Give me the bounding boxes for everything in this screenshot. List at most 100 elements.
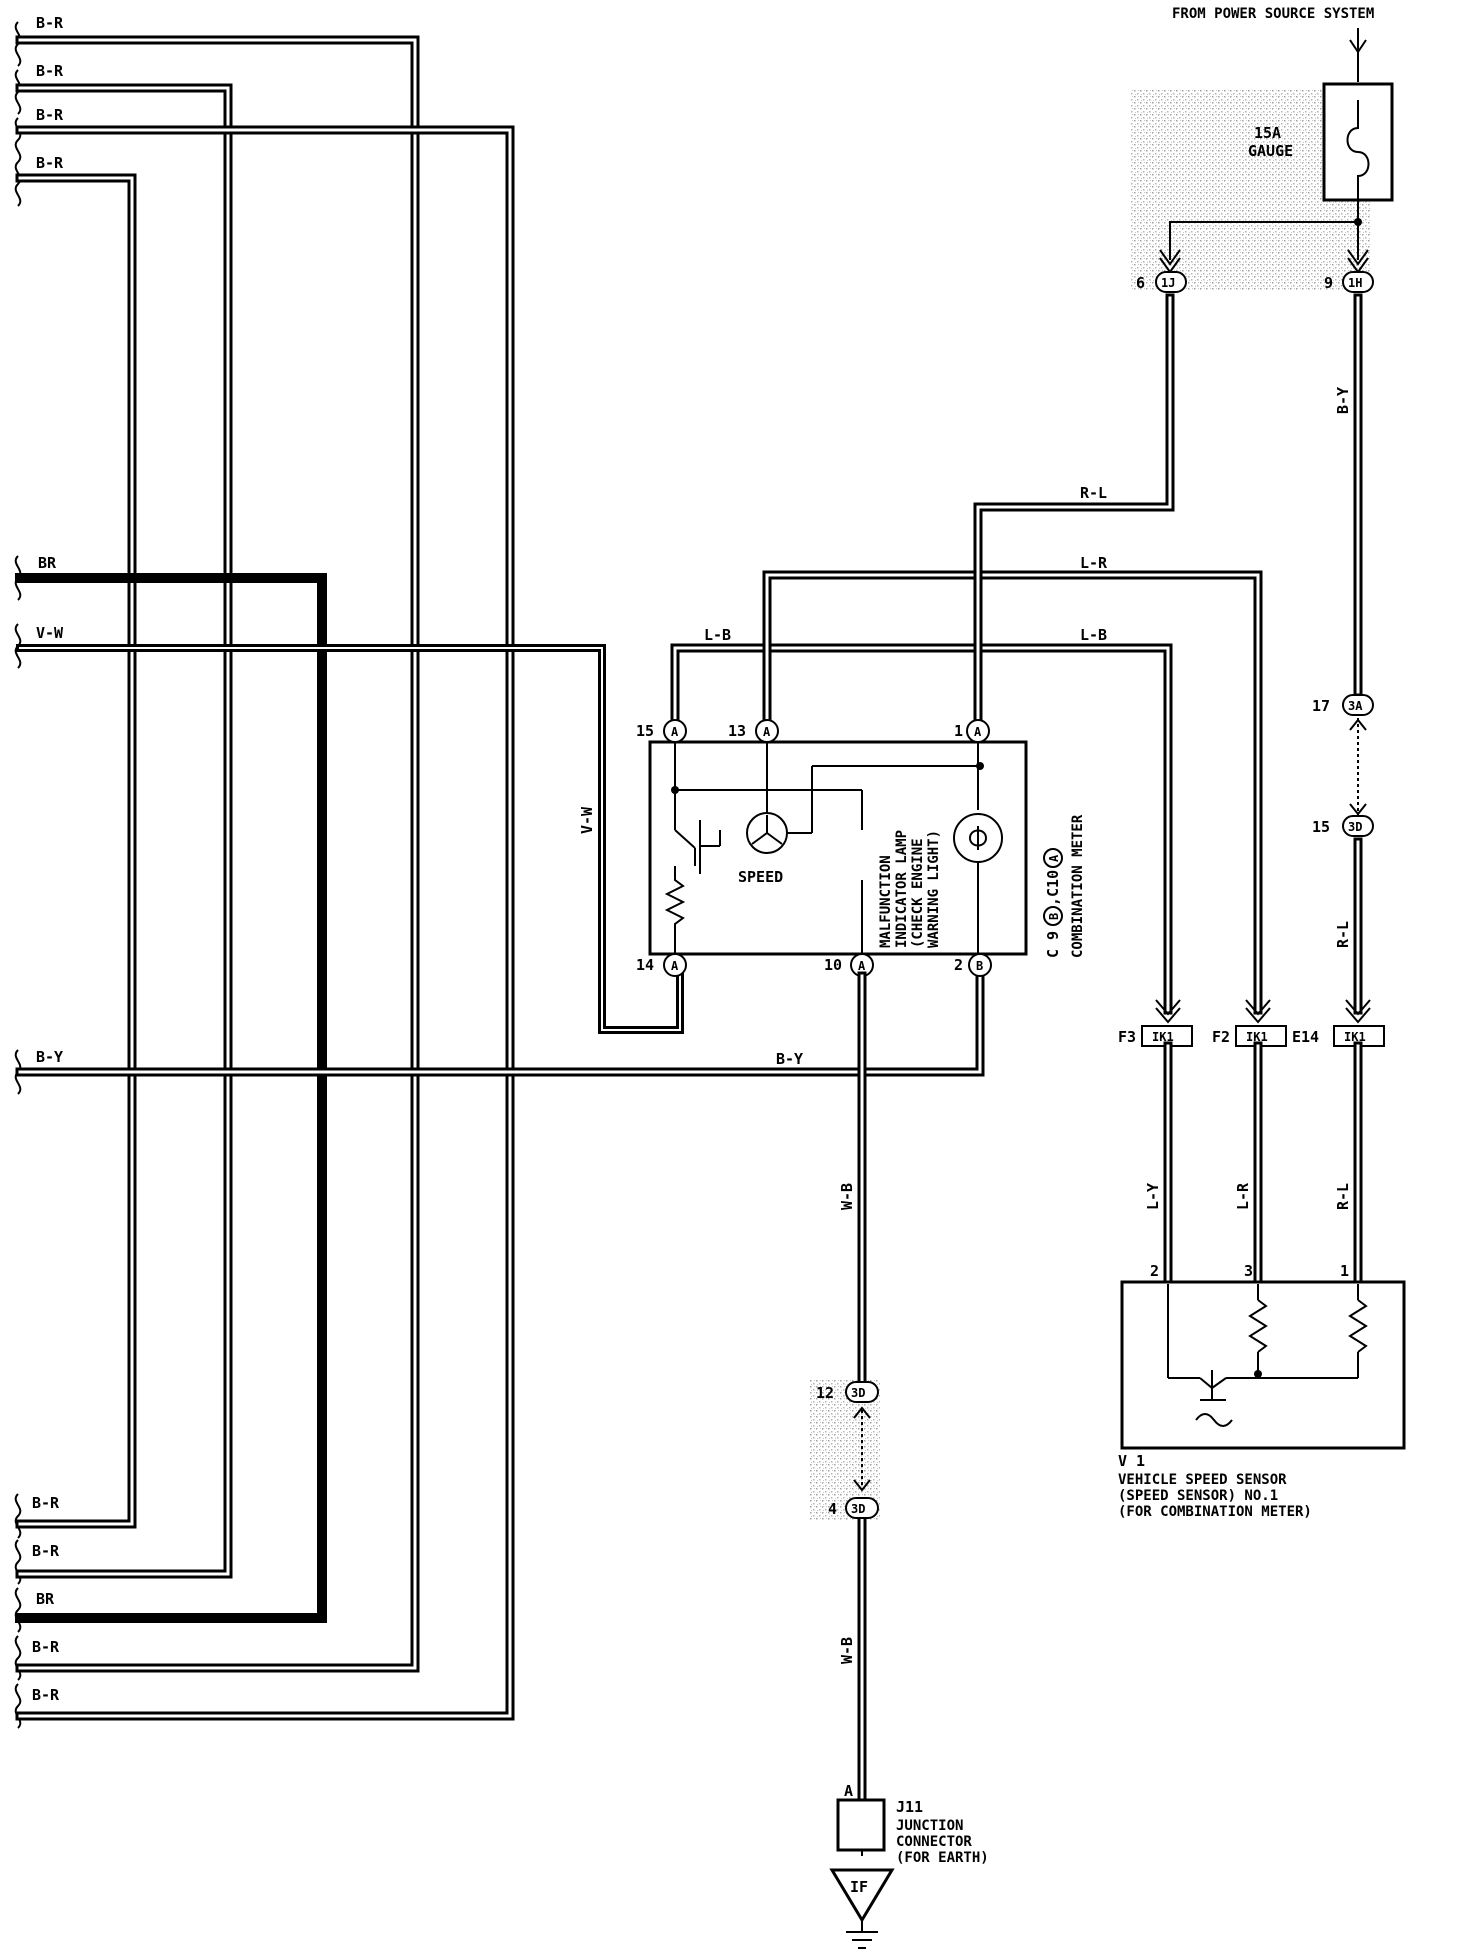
connector-3d-mid-upper-code: 3D	[851, 1386, 865, 1400]
connector-1h-pin: 9	[1324, 274, 1333, 292]
meter-pins	[663, 719, 992, 977]
ik1-connectors	[1141, 999, 1385, 1047]
wire-label-bottom-1: B-R	[32, 1494, 60, 1512]
meter-id-a: A	[1047, 854, 1061, 862]
power-source-label: FROM POWER SOURCE SYSTEM	[1172, 6, 1374, 22]
wire-label-br-top: BR	[38, 554, 57, 572]
sensor-line-3: (FOR COMBINATION METER)	[1118, 1504, 1312, 1520]
junction-line-1: JUNCTION	[896, 1818, 963, 1834]
sensor-line-2: (SPEED SENSOR) NO.1	[1118, 1488, 1278, 1504]
meter-id-label: C 9 B ,C10 A COMBINATION METER	[1043, 814, 1086, 958]
wire-label-l-b-left: L-B	[704, 626, 731, 644]
speed-label: SPEED	[738, 868, 783, 886]
connector-3a-pin: 17	[1312, 697, 1330, 715]
wire-label-v-w-vert: V-W	[578, 806, 596, 834]
connector-3d-right-pin: 15	[1312, 818, 1330, 836]
wire-break-marks	[14, 21, 22, 1729]
wire-label-l-r-top: L-R	[1080, 554, 1108, 572]
connector-3d-mid-lower-pin: 4	[828, 1500, 837, 1518]
connector-3d-mid	[845, 1381, 879, 1519]
ik1-e14-pin: E14	[1292, 1028, 1319, 1046]
connector-3a	[1342, 694, 1374, 818]
meter-pin-14-code: A	[671, 959, 679, 973]
connector-1h-code: 1H	[1348, 276, 1362, 290]
meter-pin-13-num: 13	[728, 722, 746, 740]
sensor-pin-2: 2	[1150, 1262, 1159, 1280]
wire-label-top-2: B-R	[36, 62, 64, 80]
fuse-rating: 15A	[1254, 124, 1281, 142]
mil-line-1: MALFUNCTION	[878, 855, 894, 948]
left-loop-wires	[15, 35, 515, 1721]
wire-label-r-l-top: R-L	[1080, 484, 1107, 502]
connector-1j	[1155, 271, 1187, 293]
wire-label-l-r-low: L-R	[1234, 1182, 1252, 1210]
br-wire	[15, 573, 327, 1623]
meter-top-wires	[670, 293, 1263, 1015]
meter-pin-1-num: 1	[954, 722, 963, 740]
vw-wire	[16, 644, 684, 1034]
meter-pin-1-code: A	[974, 725, 982, 739]
junction-line-3: (FOR EARTH)	[896, 1850, 989, 1866]
wire-label-w-b-lower: W-B	[838, 1637, 856, 1664]
wire-label-bottom-2: B-R	[32, 1542, 60, 1560]
meter-pin-2-code: B	[976, 959, 983, 973]
wire-label-vw: V-W	[36, 624, 64, 642]
wire-label-bottom-5: B-R	[32, 1686, 60, 1704]
wire-label-r-l-vert: R-L	[1334, 921, 1352, 948]
fuse-block	[1159, 28, 1394, 274]
sensor-id: V 1	[1118, 1452, 1145, 1470]
meter-pin-14-num: 14	[636, 956, 654, 974]
connector-1h	[1342, 271, 1374, 293]
meter-id-mid: ,C10	[1044, 870, 1062, 906]
mil-line-2: INDICATOR LAMP	[894, 830, 910, 948]
ik1-f2-code: IK1	[1246, 1030, 1268, 1044]
sensor-wires	[1163, 1041, 1363, 1287]
wire-label-l-y-low: L-Y	[1144, 1183, 1162, 1210]
sensor-line-1: VEHICLE SPEED SENSOR	[1118, 1472, 1287, 1488]
wire-label-bottom-4: B-R	[32, 1638, 60, 1656]
wire-label-top-4: B-R	[36, 154, 64, 172]
wire-label-b-y-vert: B-Y	[1334, 387, 1352, 414]
junction-line-2: CONNECTOR	[896, 1834, 972, 1850]
wire-label-top-3: B-R	[36, 106, 64, 124]
meter-id-prefix: C 9	[1044, 931, 1062, 958]
junction-connector-j11	[829, 1798, 895, 1949]
ik1-f3-code: IK1	[1152, 1030, 1174, 1044]
connector-3a-code: 3A	[1348, 699, 1363, 713]
sensor-pin-3: 3	[1244, 1262, 1253, 1280]
connector-3d-mid-lower-code: 3D	[851, 1502, 865, 1516]
ground-label: IF	[850, 1878, 868, 1896]
wire-label-w-b-upper: W-B	[838, 1183, 856, 1210]
wire-label-b-y-mid: B-Y	[776, 1050, 803, 1068]
ik1-f2-pin: F2	[1212, 1028, 1230, 1046]
wb-wire	[853, 971, 871, 1805]
meter-pin-2-num: 2	[954, 956, 963, 974]
ik1-f3-pin: F3	[1118, 1028, 1136, 1046]
meter-pin-15-num: 15	[636, 722, 654, 740]
meter-pin-15-code: A	[671, 725, 679, 739]
mil-line-3: (CHECK ENGINE	[910, 838, 926, 948]
connector-3d-right-code: 3D	[1348, 820, 1362, 834]
mil-label: MALFUNCTION INDICATOR LAMP (CHECK ENGINE…	[878, 830, 942, 948]
fuse-name: GAUGE	[1248, 142, 1293, 160]
meter-pin-13-code: A	[763, 725, 771, 739]
wire-label-top-1: B-R	[36, 14, 64, 32]
connector-1j-code: 1J	[1161, 276, 1175, 290]
meter-pin-10-num: 10	[824, 956, 842, 974]
by-wire	[15, 970, 985, 1077]
combination-meter	[648, 740, 1028, 956]
mil-line-4: WARNING LIGHT)	[926, 830, 942, 948]
junction-id: J11	[896, 1798, 923, 1816]
sensor-pin-1: 1	[1340, 1262, 1349, 1280]
meter-id-b: B	[1047, 913, 1061, 920]
meter-name: COMBINATION METER	[1070, 814, 1086, 958]
junction-pin: A	[844, 1782, 853, 1800]
wire-label-by: B-Y	[36, 1048, 63, 1066]
wire-label-bottom-br: BR	[36, 1590, 55, 1608]
connector-3d-mid-upper-pin: 12	[816, 1384, 834, 1402]
wire-label-l-b-right: L-B	[1080, 626, 1107, 644]
ik1-e14-code: IK1	[1344, 1030, 1366, 1044]
connector-1j-pin: 6	[1136, 274, 1145, 292]
